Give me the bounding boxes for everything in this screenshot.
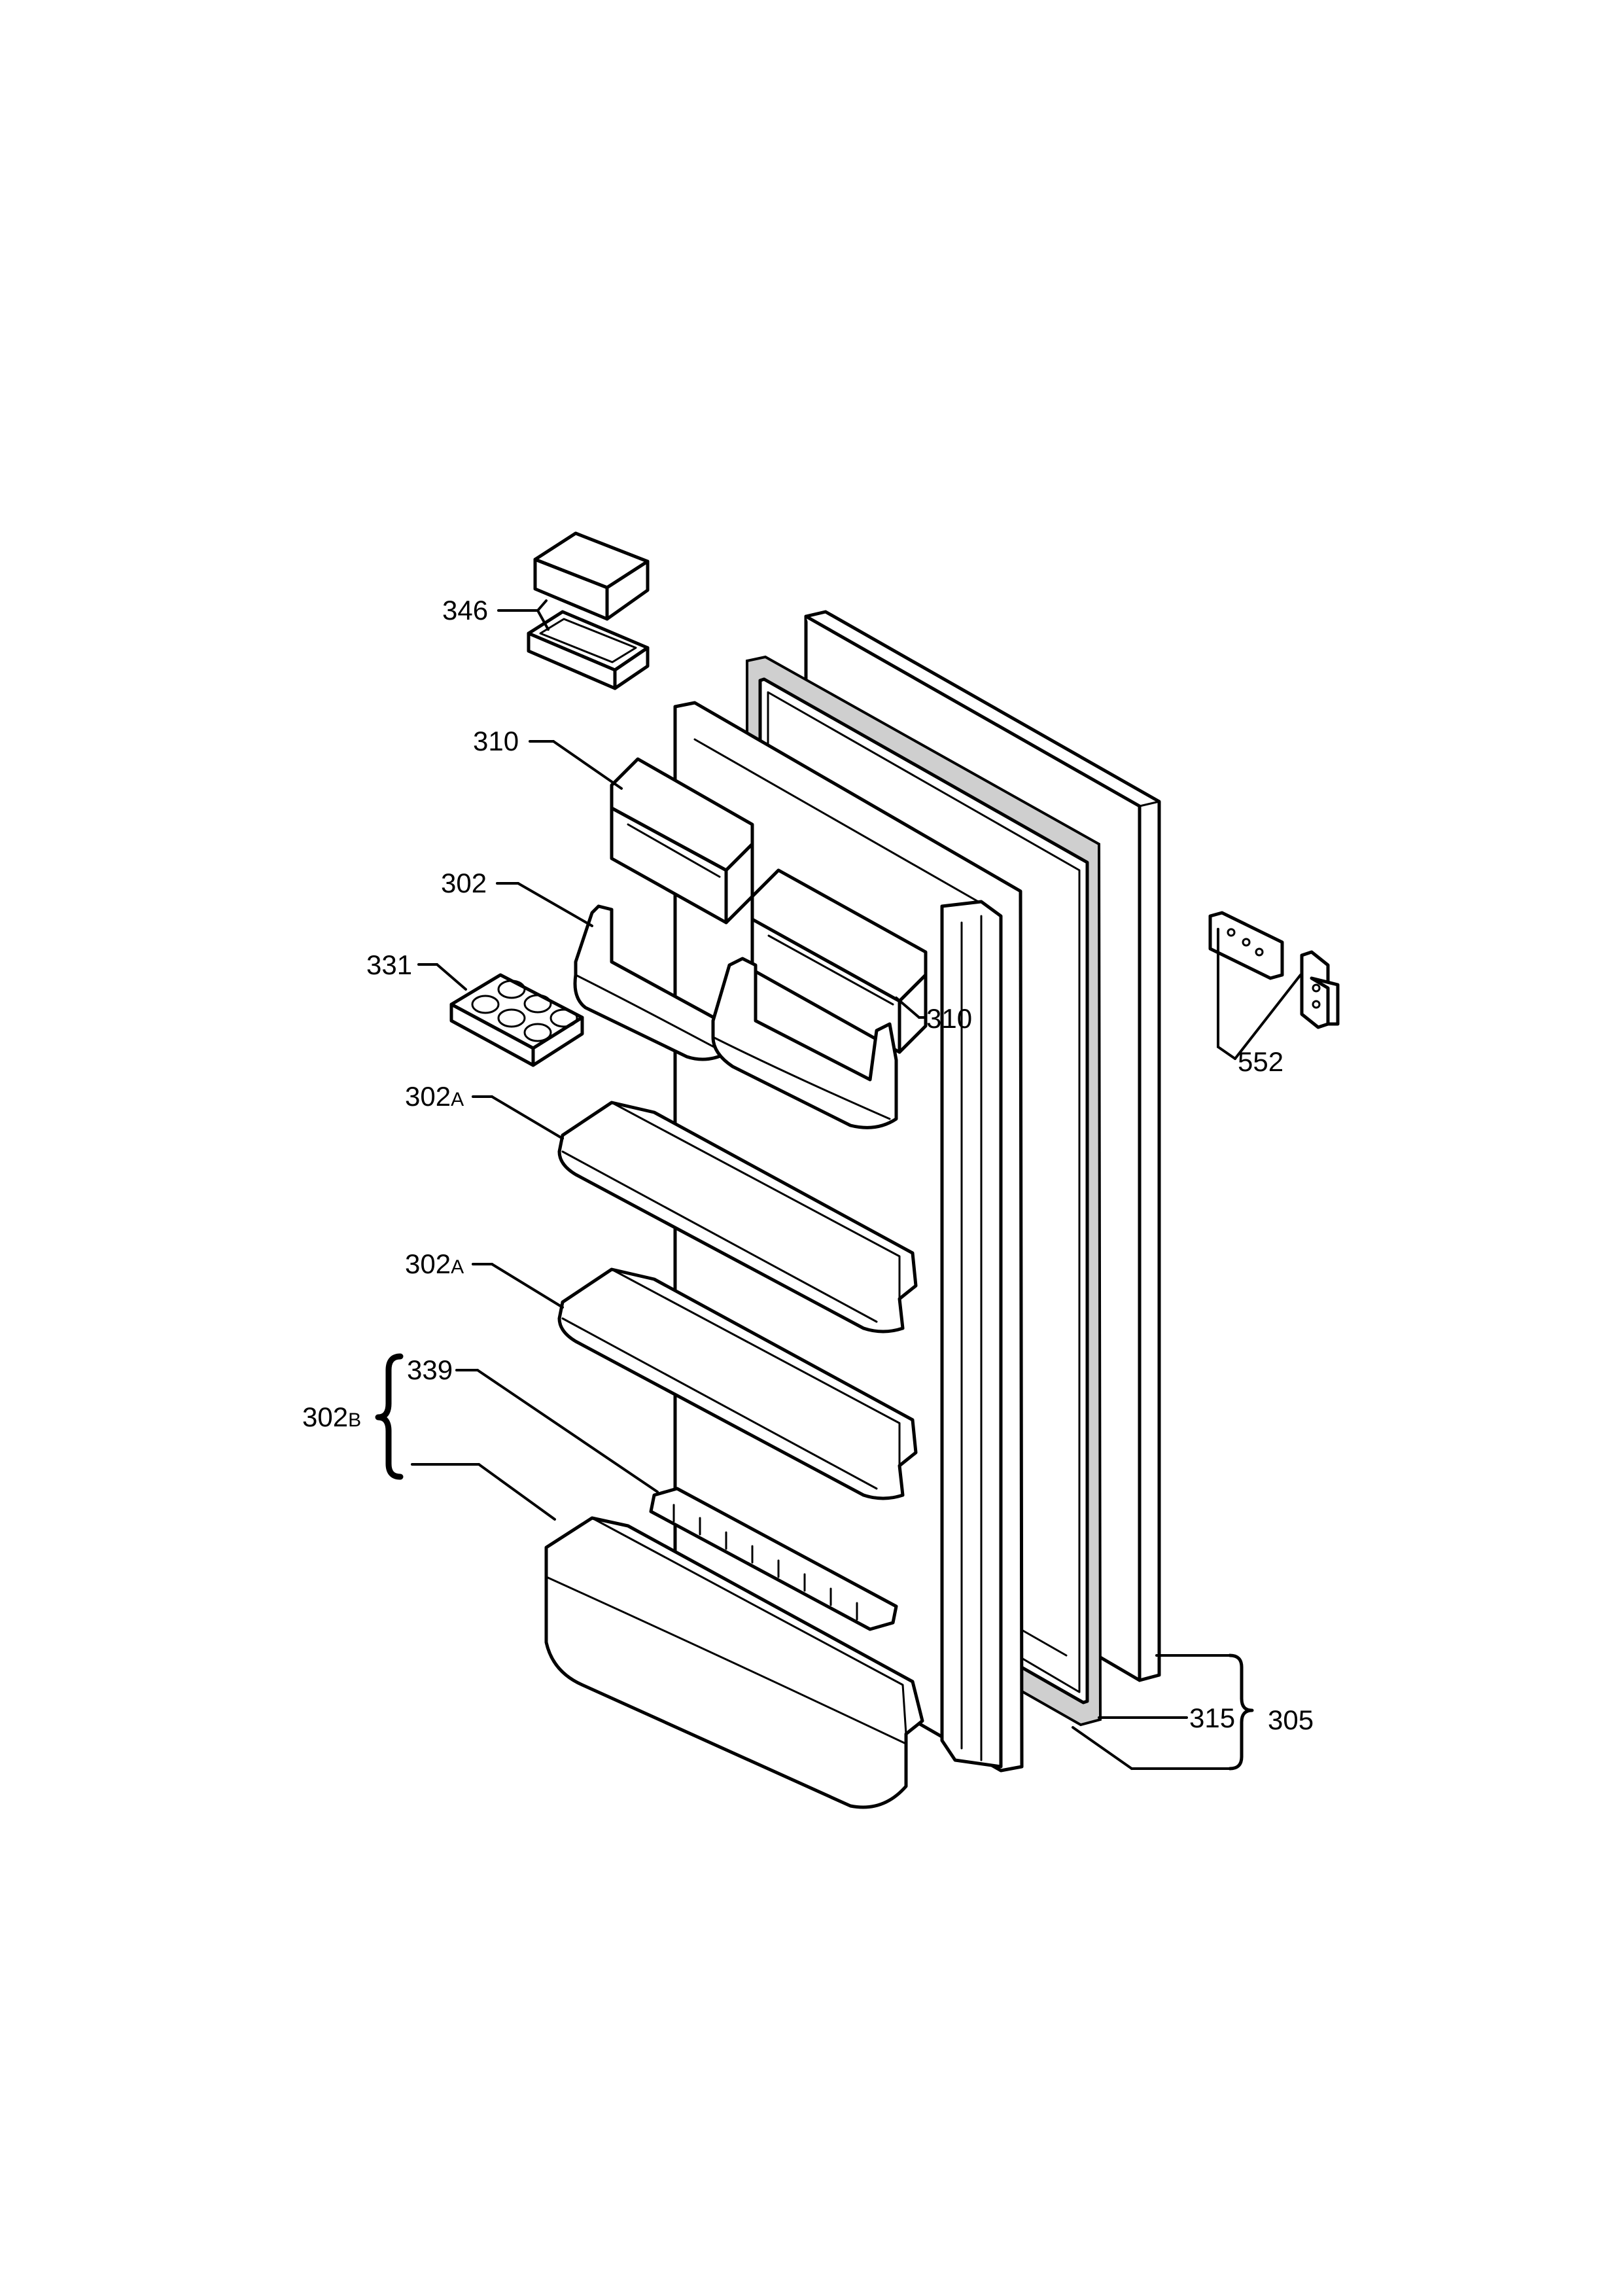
part-346-box [527, 531, 650, 690]
label-302a-lower: 302A [405, 1248, 464, 1279]
label-315: 315 [1189, 1703, 1235, 1733]
part-labels: 346 310 310 302 331 302A 302A 302B 339 5… [302, 595, 1314, 1735]
part-302a-shelf-lower [557, 1267, 918, 1500]
label-310-top: 310 [473, 726, 519, 756]
label-339: 339 [407, 1354, 453, 1385]
part-302a-shelf-upper [557, 1101, 918, 1333]
label-346: 346 [442, 595, 488, 626]
part-552-hinge-brackets [1208, 911, 1340, 1029]
label-310-right: 310 [926, 1003, 972, 1034]
brace-305 [1228, 1653, 1254, 1771]
part-339-rack [649, 1487, 898, 1631]
leader-lines [411, 599, 1302, 1770]
brace-302b [375, 1353, 404, 1480]
label-302b: 302B [302, 1402, 361, 1432]
part-331-egg-tray [449, 973, 584, 1067]
label-302a-upper: 302A [405, 1081, 464, 1112]
label-552: 552 [1238, 1046, 1283, 1077]
part-302-shelf-lower [711, 957, 898, 1129]
label-302: 302 [441, 868, 487, 898]
label-305: 305 [1268, 1704, 1314, 1735]
braces [375, 1353, 1254, 1771]
label-331: 331 [366, 949, 412, 980]
part-302b-bottle-bin [544, 1516, 924, 1809]
